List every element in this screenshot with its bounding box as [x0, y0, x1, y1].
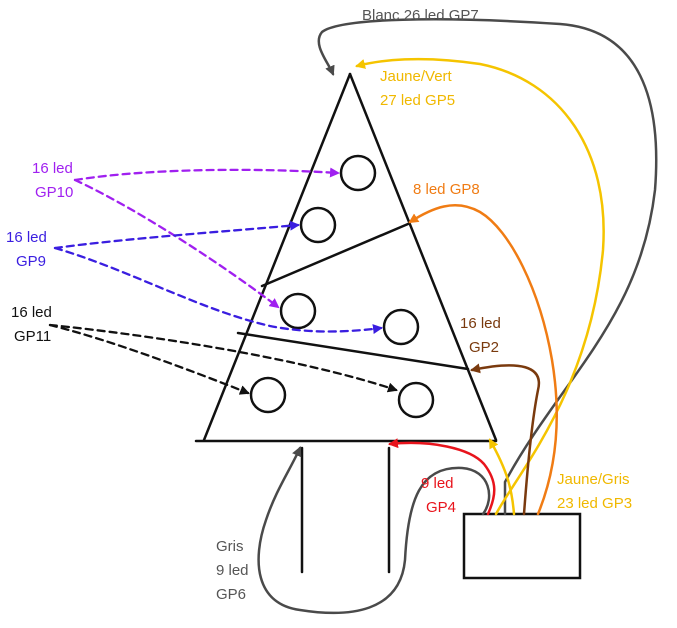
label-jaune-gris-line1: Jaune/Gris [557, 471, 630, 488]
dashed-wires [48, 167, 398, 395]
tree-outline [194, 72, 498, 574]
label-gp10: 16 led GP10 [32, 160, 77, 201]
wire-gp8 [408, 204, 559, 516]
wire-gp6-gris [257, 446, 491, 615]
tree-right-edge [348, 72, 498, 442]
label-jaune-gris-line2: 23 led GP3 [557, 495, 632, 512]
label-gp11-line2: GP11 [14, 328, 51, 345]
label-jaune-vert-line2: 27 led GP5 [380, 92, 455, 109]
label-jaune-vert-line1: Jaune/Vert [380, 68, 453, 85]
label-gp9: 16 led GP9 [6, 229, 51, 270]
label-jaune-gris: Jaune/Gris 23 led GP3 [557, 471, 634, 512]
label-blanc: Blanc 26 led GP7 [362, 7, 479, 24]
label-gp11: 16 led GP11 [11, 304, 56, 345]
label-gris: Gris 9 led GP6 [216, 538, 253, 603]
ornament-4 [382, 308, 420, 346]
label-gp8: 8 led GP8 [413, 181, 480, 198]
ornament-2 [299, 206, 337, 244]
tree-left-edge [202, 72, 352, 442]
wire-gp10-to-mid [73, 178, 280, 309]
label-gp4-line2: GP4 [426, 499, 456, 516]
label-gris-line2: 9 led [216, 562, 249, 579]
label-gp2-line1: 16 led [460, 315, 501, 332]
wire-gp5-jaune-vert [355, 57, 605, 516]
wire-gp2 [470, 363, 541, 516]
label-jaune-vert: Jaune/Vert 27 led GP5 [380, 68, 456, 109]
label-gp4: 9 led GP4 [421, 475, 458, 516]
ornament-5 [249, 376, 287, 414]
ornament-1 [339, 154, 377, 192]
label-gp11-line1: 16 led [11, 304, 52, 321]
tree-branch-upper [260, 222, 410, 288]
label-gris-line3: GP6 [216, 586, 246, 603]
tree-branch-lower [236, 331, 470, 371]
label-gp9-line1: 16 led [6, 229, 47, 246]
ornaments [249, 154, 435, 419]
wire-gp9-to-right [53, 246, 383, 334]
label-gp10-line1: 16 led [32, 160, 73, 177]
wire-gp9-to-upper [53, 220, 300, 250]
solid-wires [257, 18, 658, 615]
wire-gp11-to-lower-right [48, 323, 398, 393]
label-gp10-line2: GP10 [35, 184, 73, 201]
label-gp9-line2: GP9 [16, 253, 46, 270]
label-gp2: 16 led GP2 [460, 315, 505, 356]
ornament-6 [397, 381, 435, 419]
labels: Blanc 26 led GP7 Jaune/Vert 27 led GP5 1… [6, 7, 634, 603]
label-gris-line1: Gris [216, 538, 244, 555]
controller-box [462, 512, 582, 580]
wire-gp4 [388, 438, 496, 516]
wire-gp11-to-lower-left [48, 323, 250, 395]
wire-gp7-blanc [317, 18, 658, 516]
wire-gp3-jaune-gris [488, 438, 516, 516]
label-gp4-line1: 9 led [421, 475, 454, 492]
label-gp2-line2: GP2 [469, 339, 499, 356]
ornament-3 [279, 292, 317, 330]
wire-gp10-to-top [73, 167, 340, 182]
